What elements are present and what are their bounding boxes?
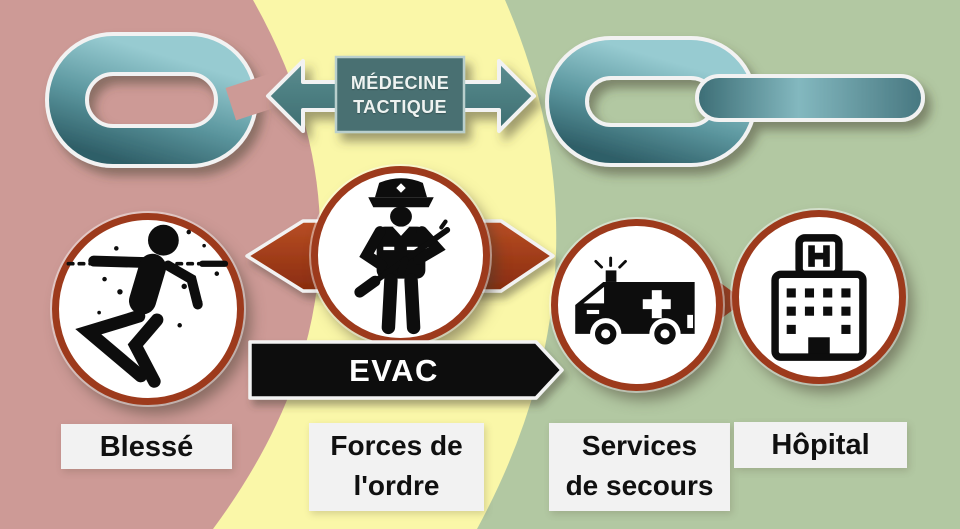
police-officer-icon [353, 177, 450, 334]
police-officer-node [311, 166, 490, 345]
label-forces-de-lordre: Forces de l'ordre [309, 423, 484, 511]
label-hopital: Hôpital [734, 422, 907, 468]
hospital-node [732, 210, 906, 384]
hospital-icon [771, 233, 867, 361]
chain-break-gap [225, 73, 282, 121]
title-line-2: TACTIQUE [353, 96, 447, 117]
ambulance-icon [575, 256, 695, 350]
evac-label: EVAC [349, 353, 439, 388]
linked-chain-icon [545, 36, 925, 167]
ambulance-node [551, 219, 723, 391]
title-line-1: MÉDECINE [350, 72, 450, 93]
wounded-person-node [52, 213, 244, 405]
medecine-tactique-arrow [266, 55, 536, 134]
label-blesse: Blessé [61, 424, 232, 469]
wounded-person-icon [66, 224, 230, 388]
label-services-de-secours: Services de secours [549, 423, 730, 511]
title-box [334, 55, 466, 134]
medecine-tactique-title: MÉDECINE TACTIQUE [336, 57, 464, 132]
